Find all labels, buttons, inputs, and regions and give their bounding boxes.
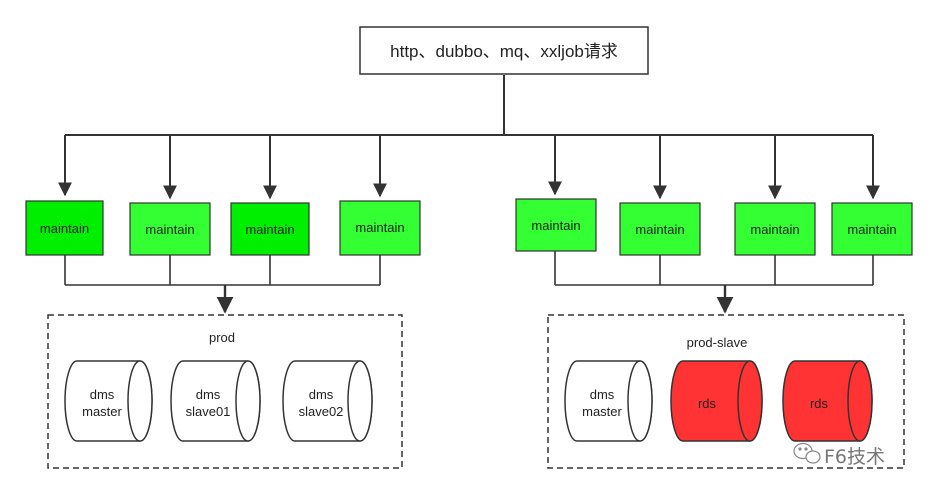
maintain-node: maintain xyxy=(515,198,597,252)
maintain-node: maintain xyxy=(619,202,701,256)
wechat-icon xyxy=(793,442,821,464)
database-cylinder: dms slave01 xyxy=(170,360,261,442)
maintain-node: maintain xyxy=(831,202,913,256)
maintain-label: maintain xyxy=(355,220,404,235)
maintain-label: maintain xyxy=(847,222,896,237)
database-cylinder: dms master xyxy=(64,360,153,442)
database-label: slave01 xyxy=(186,404,231,419)
database-label: dms xyxy=(309,387,334,402)
maintain-node: maintain xyxy=(230,202,310,256)
database-label: master xyxy=(82,404,122,419)
database-label: rds xyxy=(698,396,717,411)
cluster-label: prod xyxy=(209,330,235,345)
top-connectors xyxy=(58,75,880,200)
request-label: http、dubbo、mq、xxljob请求 xyxy=(390,42,618,61)
request-node: http、dubbo、mq、xxljob请求 xyxy=(359,26,649,75)
maintain-node: maintain xyxy=(129,202,211,256)
maintain-label: maintain xyxy=(245,222,294,237)
maintain-label: maintain xyxy=(750,222,799,237)
database-label: dms xyxy=(90,387,115,402)
maintain-label: maintain xyxy=(145,222,194,237)
database-label: dms xyxy=(196,387,221,402)
bottom-connectors xyxy=(64,251,874,314)
watermark: F6技术 xyxy=(793,442,885,468)
database-cylinder: rds xyxy=(782,360,873,442)
cluster-label: prod-slave xyxy=(687,335,748,350)
cluster-prod-slave: prod-slave dms master rds rds xyxy=(547,314,905,469)
maintain-node: maintain xyxy=(25,200,104,256)
database-label: rds xyxy=(810,396,829,411)
database-label: master xyxy=(582,404,622,419)
maintain-label: maintain xyxy=(635,222,684,237)
cluster-prod: prod dms master dms slave01 dms slave02 xyxy=(47,314,403,469)
maintain-node: maintain xyxy=(734,202,816,256)
watermark-text: F6技术 xyxy=(824,446,885,468)
maintain-label: maintain xyxy=(40,221,89,236)
database-label: slave02 xyxy=(299,404,344,419)
maintain-row: maintain maintain maintain maintain main… xyxy=(25,198,913,256)
database-cylinder: rds xyxy=(670,360,763,442)
database-cylinder: dms master xyxy=(564,360,653,442)
database-cylinder: dms slave02 xyxy=(282,360,373,442)
maintain-node: maintain xyxy=(339,200,421,256)
database-label: dms xyxy=(590,387,615,402)
maintain-label: maintain xyxy=(531,218,580,233)
